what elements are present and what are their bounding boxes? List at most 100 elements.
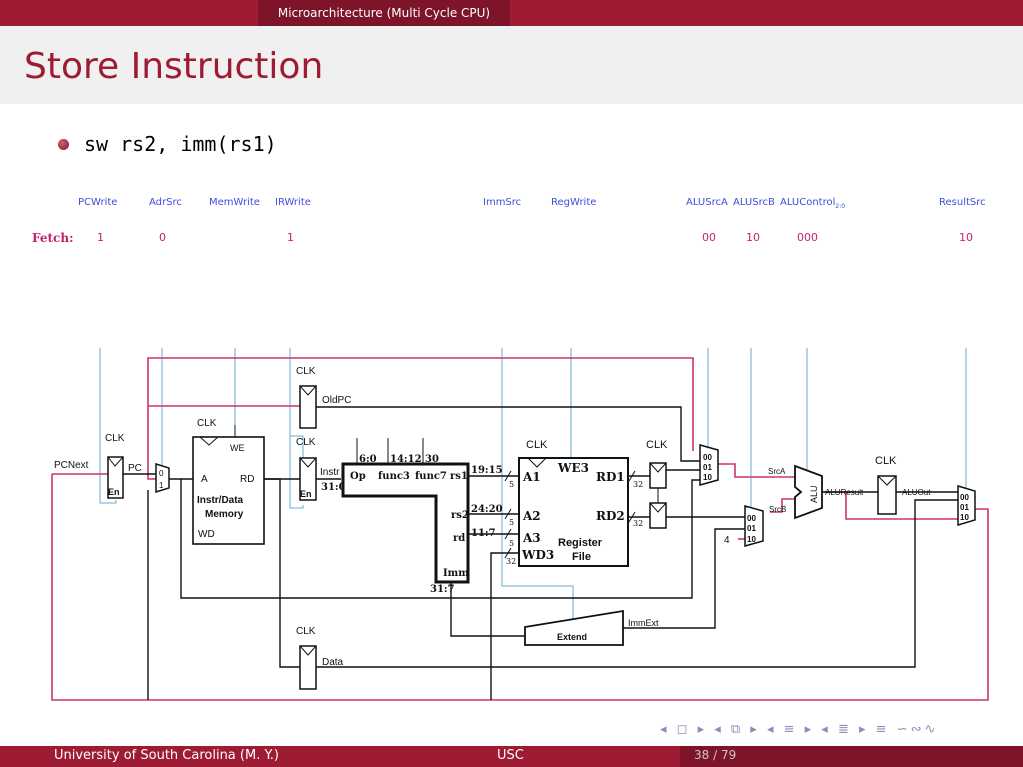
svg-text:00: 00	[747, 514, 756, 523]
data-label: Data	[322, 657, 344, 668]
instr-data-memory: CLK WE A RD Instr/Data Memory WD	[192, 418, 265, 545]
rf-clk-label: CLK	[526, 439, 548, 451]
width-label-rd1: 32	[633, 480, 643, 489]
fetch-alucontrol-value: 000	[797, 231, 818, 244]
oldpc-register: CLK OldPC	[296, 366, 351, 429]
srcb-label: SrcB	[769, 505, 786, 514]
pcnext-label: PCNext	[54, 460, 89, 471]
signal-regwrite: RegWrite	[551, 197, 597, 208]
mem-name-2: Memory	[205, 509, 244, 520]
fetch-alusrca-value: 00	[702, 231, 716, 244]
instr-register: CLK En Instr 31:0	[296, 437, 346, 501]
field-func3: func3	[378, 471, 410, 482]
alu: ALU ALUResult	[794, 464, 864, 520]
rd-registers: CLK	[646, 439, 668, 529]
width-label-a3: 5	[509, 539, 514, 548]
control-wires	[99, 348, 967, 626]
signal-alusrca: ALUSrcA	[686, 197, 728, 208]
instr-label: Instr	[320, 467, 340, 478]
svg-text:10: 10	[960, 513, 969, 522]
field-rd: rd	[453, 533, 465, 544]
bits-14-12: 14:12	[390, 454, 422, 465]
svg-text:01: 01	[960, 503, 969, 512]
footer-bar: University of South Carolina (M. Y.) USC…	[0, 746, 1023, 767]
width-label-a2: 5	[509, 518, 514, 527]
rf-wd3-label: WD3	[521, 548, 554, 562]
immext-label: ImmExt	[628, 618, 659, 628]
aluout-register: CLK ALUOut	[875, 455, 931, 515]
instr-clk-label: CLK	[296, 437, 316, 448]
svg-text:1: 1	[159, 481, 164, 490]
mem-clk-label: CLK	[197, 418, 217, 429]
srca-mux: 00 01 10 SrcA	[699, 444, 786, 486]
field-rs1: rs1	[450, 471, 468, 482]
svg-text:01: 01	[747, 524, 756, 533]
fetch-resultsrc-value: 10	[959, 231, 973, 244]
bits-24-20: 24:20	[471, 504, 503, 515]
section-title: Microarchitecture (Multi Cycle CPU)	[258, 0, 510, 26]
width-label-a1: 5	[509, 480, 514, 489]
footer-institution: University of South Carolina (M. Y.)	[54, 748, 279, 763]
field-imm: Imm	[443, 568, 469, 579]
extend-unit: Extend ImmExt	[524, 609, 659, 646]
srcb-mux: 00 01 10 SrcB 4	[724, 505, 786, 547]
rf-name-1: Register	[558, 537, 603, 549]
pc-clk-label: CLK	[105, 433, 125, 444]
aluout-label: ALUOut	[902, 488, 931, 497]
pc-register: CLK En PCNext PC	[54, 433, 142, 499]
bits-31-7: 31:7	[430, 584, 455, 595]
page-number: 38 / 79	[694, 748, 737, 762]
mem-a-label: A	[201, 474, 208, 485]
bits-31-0: 31:0	[321, 482, 346, 493]
field-op: Op	[350, 471, 366, 482]
aluresult-label: ALUResult	[825, 488, 864, 497]
extend-label: Extend	[557, 632, 587, 642]
pc-en-label: En	[108, 487, 120, 497]
signal-adrsrc: AdrSrc	[149, 197, 182, 208]
fetch-pcwrite-value: 1	[97, 231, 104, 244]
oldpc-label: OldPC	[322, 395, 351, 406]
bits-19-15: 19:15	[471, 465, 503, 476]
signal-alucontrol: ALUControl2:0	[780, 197, 846, 210]
svg-text:0: 0	[159, 469, 164, 478]
fetch-irwrite-value: 1	[287, 231, 294, 244]
data-wires	[123, 406, 958, 700]
bits-11-7: 11:7	[471, 528, 496, 539]
field-rs2: rs2	[451, 510, 469, 521]
mem-we-label: WE	[230, 443, 245, 453]
slide-title: Store Instruction	[24, 46, 324, 87]
beamer-navigation[interactable]: ◂ ◻ ▸ ◂ ⧉ ▸ ◂ ≡ ▸ ◂ ≣ ▸ ≡ ∽∾∿	[660, 722, 939, 737]
srca-label: SrcA	[768, 467, 786, 476]
field-func7: func7	[415, 471, 447, 482]
rf-a3-label: A3	[522, 531, 541, 545]
svg-text:10: 10	[703, 473, 712, 482]
width-label-rd2: 32	[633, 519, 643, 528]
signal-alusrcb: ALUSrcB	[733, 197, 775, 208]
footer-page-box: 38 / 79	[680, 746, 1023, 767]
svg-text:00: 00	[960, 493, 969, 502]
width-label-wd3: 32	[506, 557, 516, 566]
svg-text:10: 10	[747, 535, 756, 544]
bullet-icon	[58, 138, 69, 150]
svg-text:00: 00	[703, 453, 712, 462]
bus-slashes	[504, 470, 636, 559]
rf-a2-label: A2	[522, 509, 541, 523]
fetch-alusrcb-value: 10	[746, 231, 760, 244]
feedback-wires	[51, 357, 989, 701]
instruction-field-splitter: 6:0 14:12 30 Op func3 func7 rs1 rs2 rd I…	[341, 438, 503, 595]
oldpc-clk-label: CLK	[296, 366, 316, 377]
mem-rd-label: RD	[240, 474, 254, 485]
bullet-item: sw rs2, imm(rs1)	[58, 132, 277, 156]
rf-rd1-label: RD1	[596, 470, 625, 484]
signal-memwrite: MemWrite	[209, 197, 260, 208]
pc-label: PC	[128, 463, 142, 474]
top-header-bar: Microarchitecture (Multi Cycle CPU)	[0, 0, 1023, 26]
data-register: CLK Data	[296, 626, 344, 690]
fetch-adrsrc-value: 0	[159, 231, 166, 244]
data-clk-label: CLK	[296, 626, 316, 637]
fetch-label: Fetch:	[32, 231, 74, 245]
alu-label: ALU	[809, 485, 819, 503]
mem-name-1: Instr/Data	[197, 495, 244, 506]
rf-we3-label: WE3	[557, 461, 589, 475]
instr-en-label: En	[300, 489, 312, 499]
